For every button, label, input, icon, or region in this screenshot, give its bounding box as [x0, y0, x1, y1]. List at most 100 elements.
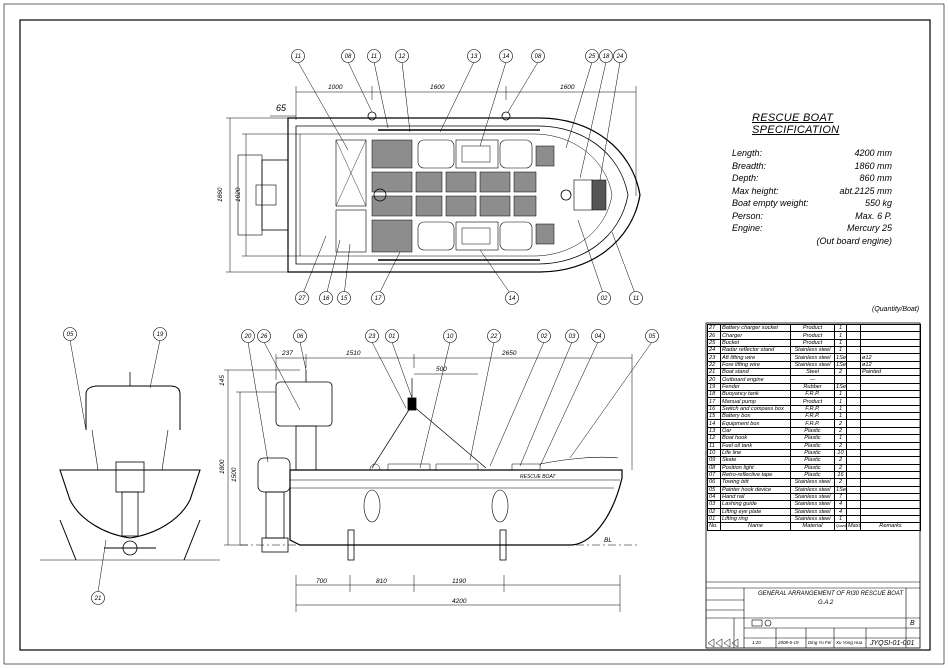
- side-dim-h3: 2650: [501, 350, 517, 357]
- side-balloon-label: 04: [595, 334, 602, 340]
- plan-balloon-label: 25: [588, 54, 596, 60]
- side-balloon-circle: [591, 329, 605, 343]
- title-line-1: GENERAL ARRANGEMENT OF RI30 RESCUE BOAT: [758, 591, 904, 597]
- title-line-2: G.A.2: [818, 600, 834, 606]
- bom-material: Stainless steel: [790, 346, 835, 355]
- bom-mass: [846, 485, 861, 494]
- side-balloon-circle: [645, 329, 659, 343]
- plan-balloon-circle: [319, 291, 333, 305]
- bom-material: Stainless steel: [790, 492, 835, 502]
- bom-no: 17: [707, 397, 721, 406]
- bom-qty: 2: [834, 368, 847, 377]
- bom-material: Product: [790, 331, 835, 340]
- front-balloon-label: 19: [157, 332, 164, 338]
- bom-material: Stainless steel: [790, 514, 835, 524]
- side-balloon-label: 06: [297, 334, 304, 340]
- bom-note: [860, 514, 921, 524]
- plan-balloon-circle: [499, 49, 513, 63]
- bom-name: Charger: [720, 331, 791, 340]
- bom-qty: 1: [834, 338, 847, 348]
- bom-no: 05: [707, 485, 721, 494]
- front-hull: [59, 469, 201, 539]
- spec-value: Max. 6 P.: [855, 210, 892, 221]
- bom-name: Battery charger socket: [720, 323, 791, 333]
- front-balloon-label: 21: [94, 596, 102, 602]
- bom-note: [860, 441, 921, 450]
- bom-no: 24: [707, 346, 721, 355]
- side-balloon-label: 03: [569, 334, 576, 340]
- bom-mass: [846, 441, 861, 450]
- bom-note: [860, 507, 921, 516]
- bom-qty: [834, 375, 847, 384]
- bom-note: [860, 448, 921, 458]
- spec-value: Mercury 25: [846, 223, 892, 233]
- side-baseline-label: BL: [604, 537, 612, 544]
- bom-note: ø12: [860, 360, 921, 370]
- plan-engine: [261, 159, 289, 231]
- bom-qty: 1: [834, 397, 847, 406]
- title-block-arrows: [707, 638, 739, 648]
- plan-balloon-label: 17: [375, 296, 382, 302]
- plan-inner-line: [299, 133, 613, 257]
- plan-floor-grating: [371, 139, 555, 253]
- bom-note: [860, 346, 921, 355]
- side-view: [224, 341, 653, 612]
- bom-name: Towing bitt: [720, 478, 791, 487]
- bom-material: Plastic: [790, 434, 835, 443]
- bom-note: [860, 419, 921, 428]
- bom-material: Product: [790, 338, 835, 348]
- side-balloon-circle: [257, 329, 271, 343]
- checked-by: Xu Yong Hua: [836, 640, 863, 645]
- bom-note: [860, 404, 921, 414]
- bom-mass: [846, 470, 861, 480]
- bom-no: 10: [707, 448, 721, 458]
- bom-material: Product: [790, 323, 835, 333]
- side-hull: [289, 469, 623, 546]
- bom-material: Plastic: [790, 448, 835, 458]
- bom-no: 16: [707, 404, 721, 414]
- side-dim-v3: 1500: [231, 467, 238, 482]
- plan-balloon-label: 24: [616, 54, 624, 60]
- bom-no: 18: [707, 390, 721, 399]
- spec-label: Max height:: [732, 185, 779, 196]
- bom-mass: [846, 360, 861, 370]
- bom-name: Fore lifting wire: [720, 360, 791, 370]
- bom-qty: 1: [834, 404, 847, 414]
- bom-name: Lifting ring: [720, 514, 791, 524]
- side-balloon-circle: [487, 329, 501, 343]
- bom-material: Stainless steel: [790, 360, 835, 370]
- scale-value: 1:20: [752, 640, 761, 645]
- bom-no: 13: [707, 426, 721, 436]
- plan-dim-4: 65: [276, 103, 287, 113]
- sheet-mark: B: [910, 620, 915, 627]
- bom-header-mass: Mass: [846, 522, 861, 531]
- side-balloon-label: 10: [447, 334, 454, 340]
- bom-name: Outboard engine: [720, 375, 791, 384]
- plan-balloon-label: 14: [503, 54, 510, 60]
- bom-qty: 2: [834, 456, 847, 465]
- bom-material: Rubber: [790, 382, 835, 392]
- spec-value: abt.2125 mm: [839, 185, 892, 196]
- plan-balloon-circle: [629, 291, 643, 305]
- front-balloon-circle: [63, 327, 77, 341]
- front-view: [40, 339, 220, 593]
- bom-material: Stainless steel: [790, 485, 835, 494]
- bom-name: Position light: [720, 463, 791, 472]
- bom-mass: [846, 323, 861, 333]
- bom-qty: 7: [834, 492, 847, 502]
- bom-no: 11: [707, 441, 721, 450]
- drawn-by: Ding Yu Fei: [808, 640, 832, 645]
- bom-note: [860, 463, 921, 472]
- front-balloon-circle: [91, 591, 105, 605]
- side-balloon-circle: [443, 329, 457, 343]
- quantity-note: (Quantity/Boat): [872, 306, 920, 313]
- bom-material: Plastic: [790, 463, 835, 472]
